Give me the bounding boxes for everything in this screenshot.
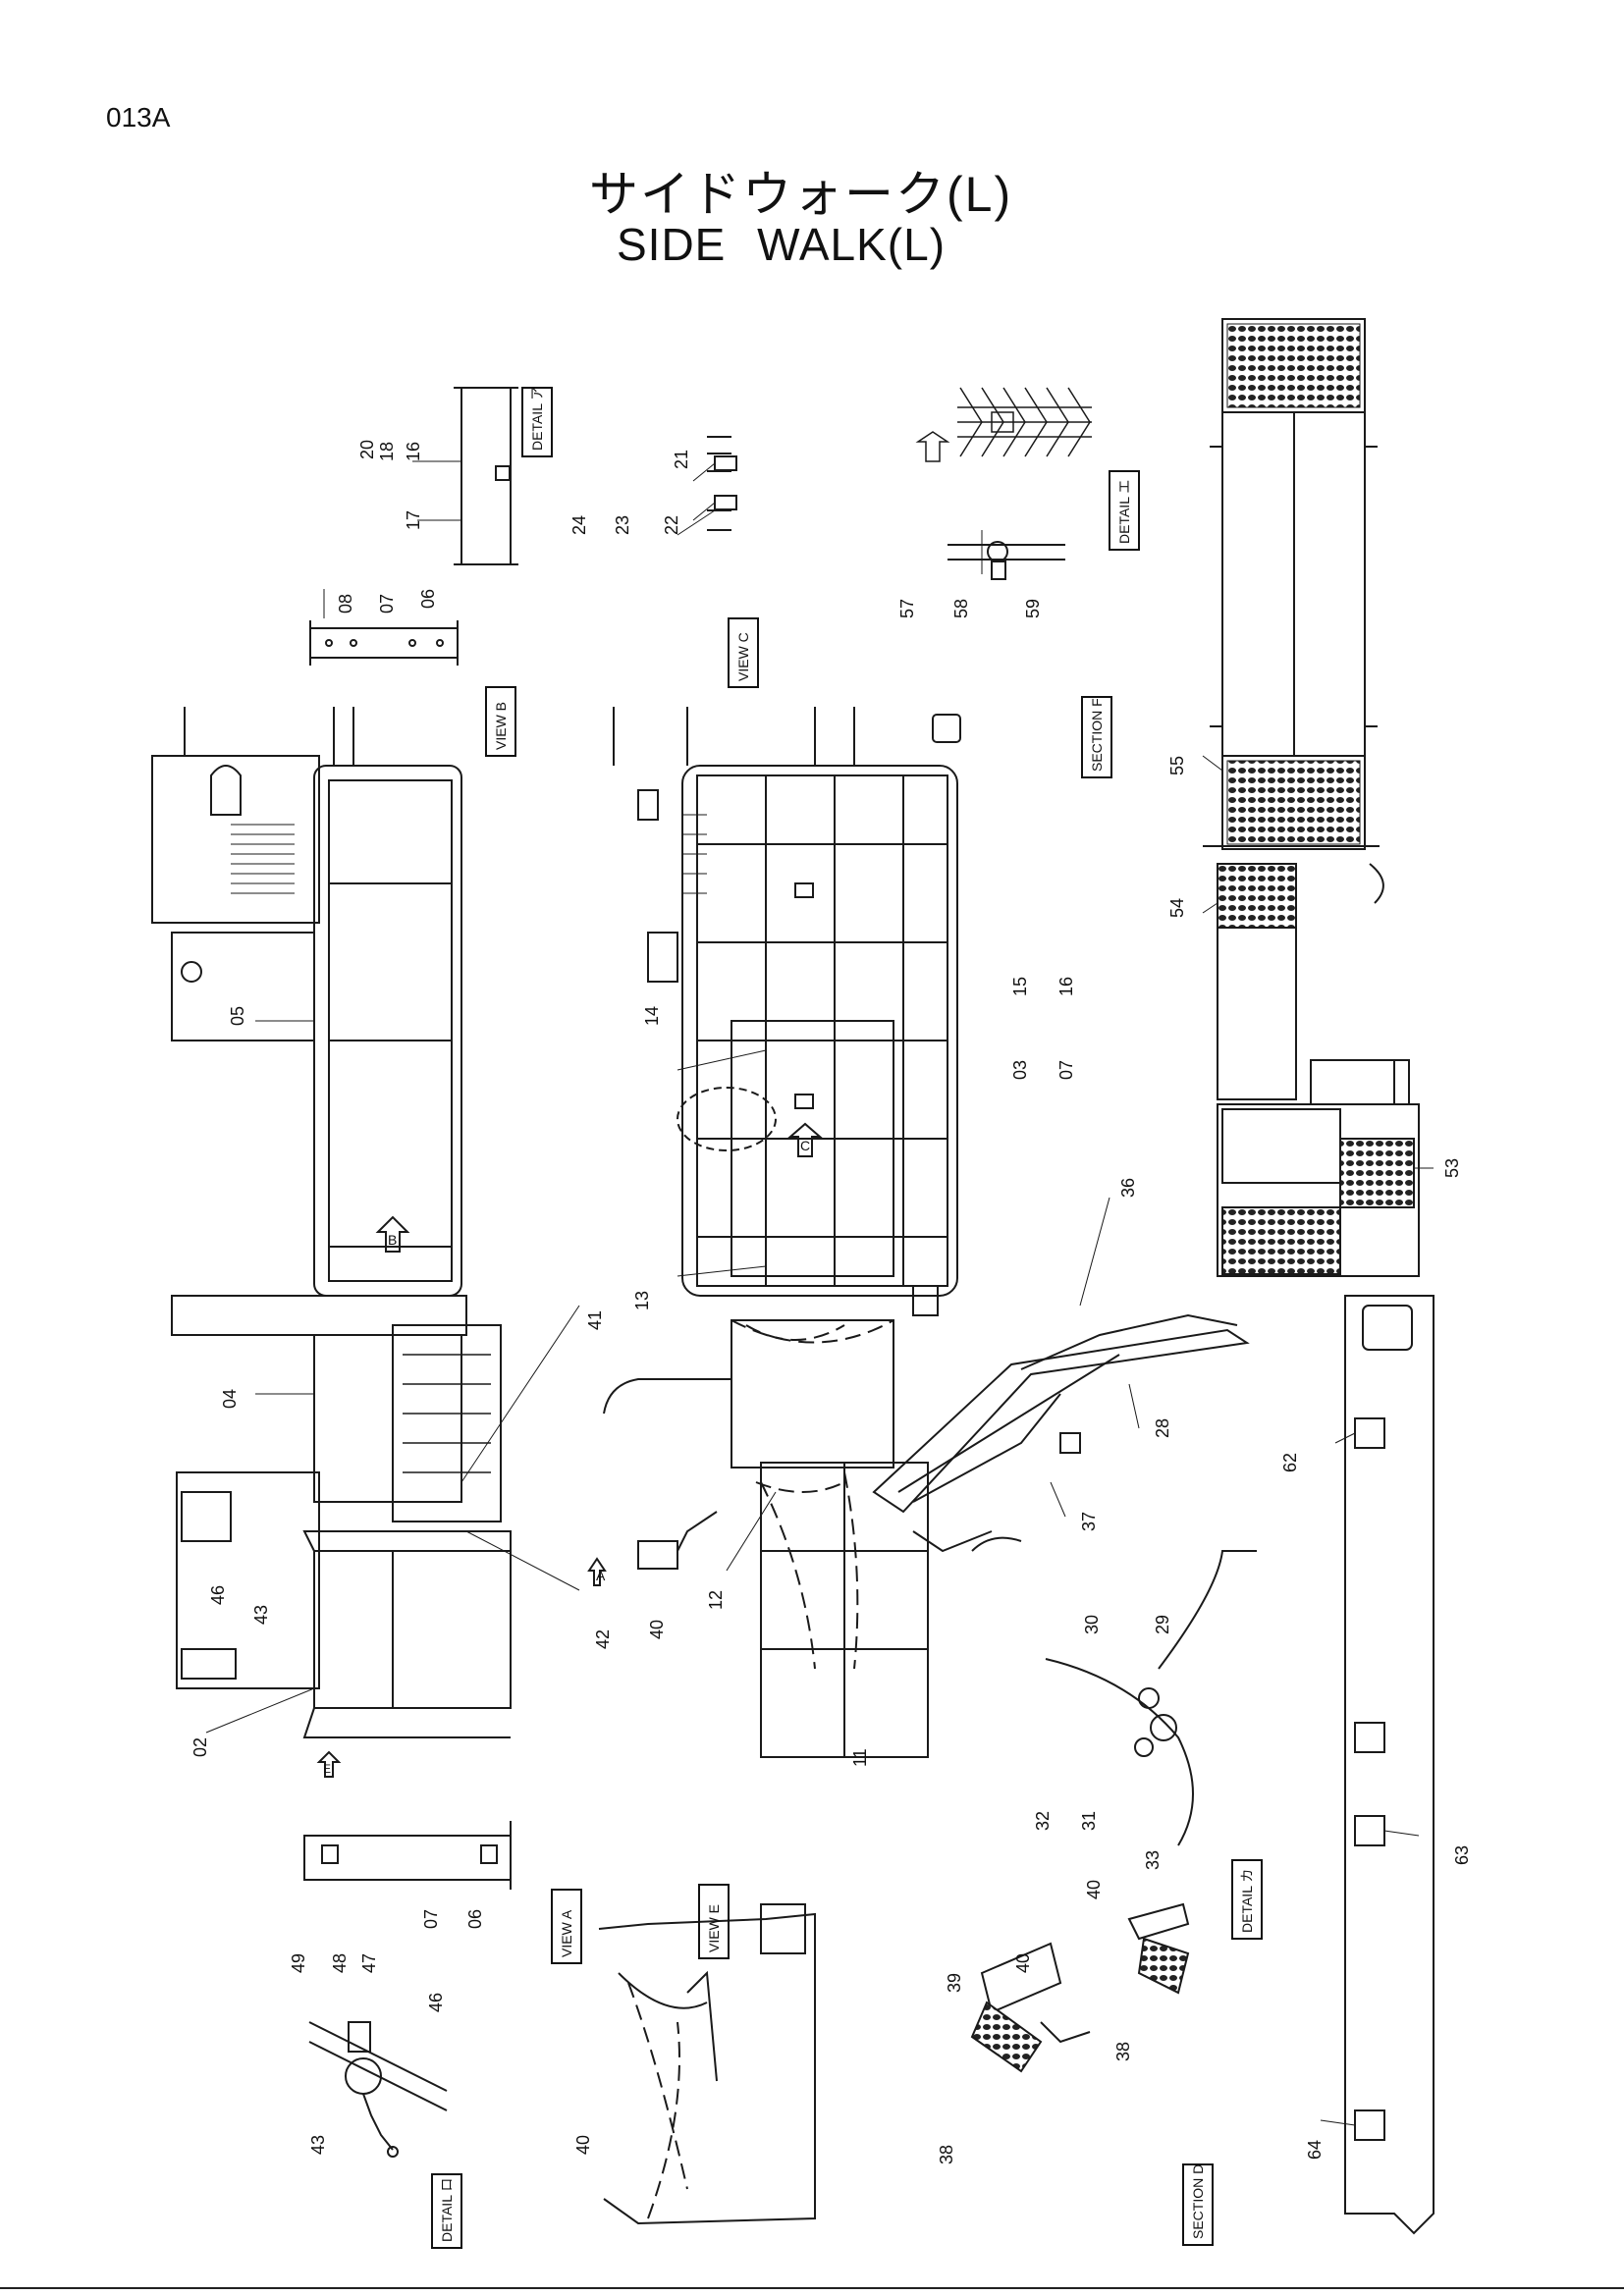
section-d-drawing — [970, 1902, 1190, 2073]
label-detail-ro: DETAIL ロ — [439, 2178, 455, 2242]
arrow-letter-b: B — [388, 1232, 397, 1248]
part-label-41: 42 — [593, 1629, 613, 1649]
part-label-36: 38 — [937, 2145, 956, 2164]
label-detail-i: DETAIL エ — [1116, 480, 1132, 544]
part-label-05: 03 — [1010, 1060, 1030, 1080]
view-e-drawing — [598, 1903, 816, 2225]
page-code: 013A — [106, 102, 171, 133]
part-label-29: 29 — [1153, 1615, 1172, 1634]
part-label-23: 22 — [662, 515, 681, 535]
detail-i-ring-drawing — [1045, 1550, 1257, 1846]
detail-i-drawing — [915, 387, 1092, 462]
part-label-07c: 07 — [421, 1909, 441, 1929]
part-label-31: 31 — [1079, 1811, 1099, 1831]
part-label-58: 58 — [951, 599, 971, 618]
part-label-54: 54 — [1167, 898, 1187, 918]
part-label-64: 64 — [1305, 2140, 1325, 2160]
arrow-letter-e: E — [323, 1762, 331, 1776]
view-labels: DETAIL ア VIEW B VIEW C SECTION F DETAIL … — [431, 387, 1263, 2249]
label-view-b: VIEW B — [493, 702, 509, 750]
part-label-57: 57 — [897, 599, 917, 618]
label-detail-a: DETAIL ア — [529, 387, 545, 451]
label-view-c: VIEW C — [735, 632, 751, 681]
part-label-07: 07 — [377, 594, 397, 614]
detail-a-drawing — [412, 387, 518, 565]
arrow-letters: A B C E — [323, 1138, 810, 1776]
arrow-letter-a: A — [596, 1568, 606, 1583]
arrow-letter-c: C — [800, 1138, 810, 1153]
main-assembly-center — [587, 707, 961, 1758]
part-label-38: 40 — [1013, 1953, 1033, 1973]
part-label-14: 14 — [642, 1006, 662, 1026]
part-label-03: 04 — [220, 1389, 240, 1409]
part-label-47: 46 — [426, 1993, 446, 2012]
part-label-49: 48 — [330, 1953, 350, 1973]
side-walk-panel-upper — [1210, 318, 1378, 850]
part-label-17: 16 — [404, 442, 423, 461]
part-label-25: 24 — [569, 515, 589, 535]
label-section-d: SECTION D — [1190, 2164, 1206, 2239]
bottom-rule — [0, 2287, 1624, 2289]
part-label-11: 11 — [850, 1748, 870, 1767]
part-label-07b: 07 — [1056, 1060, 1076, 1080]
title-english: SIDE WALK(L) — [617, 219, 947, 270]
part-label-53: 53 — [1442, 1158, 1462, 1178]
stairway-boom — [872, 1313, 1250, 1553]
part-label-33: 33 — [1143, 1850, 1163, 1870]
part-label-30: 30 — [1082, 1615, 1102, 1634]
label-section-f: SECTION F — [1089, 698, 1105, 772]
part-label-39: 40 — [647, 1620, 667, 1639]
part-label-40: 41 — [585, 1310, 605, 1330]
part-label-43: 46 — [208, 1585, 228, 1605]
title-japanese: サイドウォーク(L) — [589, 167, 1013, 222]
part-label-13: 13 — [632, 1291, 652, 1310]
part-label-18: 17 — [404, 510, 423, 530]
main-assembly-left — [151, 707, 512, 1778]
detail-ro-drawing — [308, 2021, 448, 2158]
section-f-drawing — [947, 530, 1065, 580]
part-label-34: 36 — [1118, 1178, 1138, 1198]
part-label-06: 06 — [418, 589, 438, 609]
part-label-04: 05 — [228, 1006, 247, 1026]
label-view-a: VIEW A — [559, 1909, 574, 1957]
view-b-drawing — [309, 620, 459, 666]
part-label-02: 02 — [190, 1737, 210, 1757]
part-label-59: 59 — [1023, 599, 1043, 618]
part-label-16: 16 — [1056, 977, 1076, 996]
part-label-20: 18 — [377, 442, 397, 461]
part-label-38b: 40 — [1084, 1880, 1104, 1899]
part-label-35: 37 — [1079, 1512, 1099, 1531]
part-label-50: 49 — [289, 1953, 308, 1973]
label-detail-ka: DETAIL カ — [1239, 1869, 1255, 1933]
part-label-32: 32 — [1033, 1811, 1053, 1831]
part-label-48: 47 — [359, 1953, 379, 1973]
part-label-24: 23 — [613, 515, 632, 535]
part-label-36b: 38 — [1113, 2042, 1133, 2061]
part-labels: 20 18 16 17 08 07 06 21 24 23 22 57 58 5… — [190, 440, 1472, 2164]
part-label-08: 08 — [336, 594, 355, 614]
label-view-e: VIEW E — [706, 1904, 722, 1952]
part-label-55: 55 — [1167, 756, 1187, 775]
part-label-22: 21 — [672, 450, 691, 469]
part-label-15: 15 — [1010, 977, 1030, 996]
view-c-drawing — [692, 436, 737, 531]
part-label-46: 43 — [308, 2135, 328, 2155]
part-label-39b: 40 — [573, 2135, 593, 2155]
part-label-62: 62 — [1280, 1453, 1300, 1472]
part-label-12: 12 — [706, 1590, 726, 1610]
long-floor-plate — [1344, 1295, 1435, 2235]
part-label-28: 28 — [1153, 1418, 1172, 1438]
part-label-06b: 06 — [465, 1909, 485, 1929]
part-label-42: 43 — [251, 1605, 271, 1625]
view-a-drawing — [303, 1821, 512, 1890]
part-label-21: 20 — [357, 440, 377, 459]
checker-plate-texture-upper — [1226, 323, 1361, 845]
side-walk-panel-lower — [1203, 845, 1420, 1277]
leader-lines — [205, 509, 1434, 2126]
part-label-37: 39 — [945, 1973, 964, 1993]
part-label-63: 63 — [1452, 1845, 1472, 1865]
